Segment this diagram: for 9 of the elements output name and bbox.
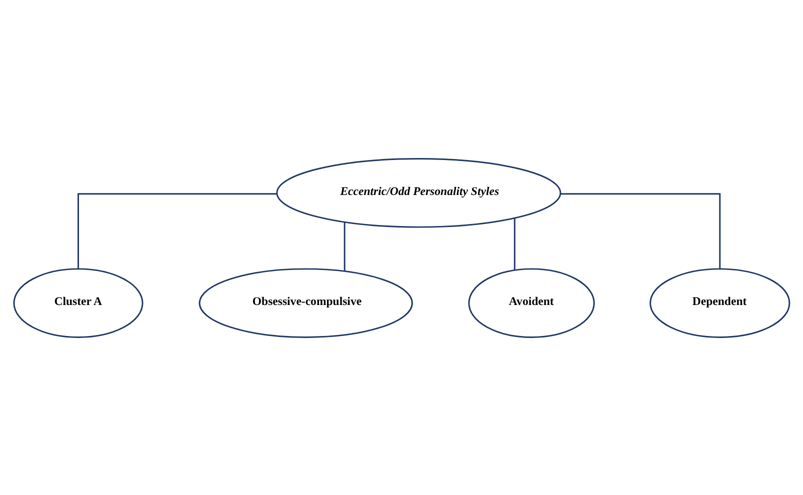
connector [344,222,346,271]
node-ellipse: Cluster A [13,268,144,338]
connector [560,192,721,268]
connector [78,192,278,268]
node-ellipse: Avoident [468,268,595,338]
connector [514,217,516,270]
node-ellipse: Obsessive-compulsive [198,268,413,338]
node-ellipse: Eccentric/Odd Personality Styles [276,158,562,228]
node-ellipse: Dependent [650,268,790,338]
